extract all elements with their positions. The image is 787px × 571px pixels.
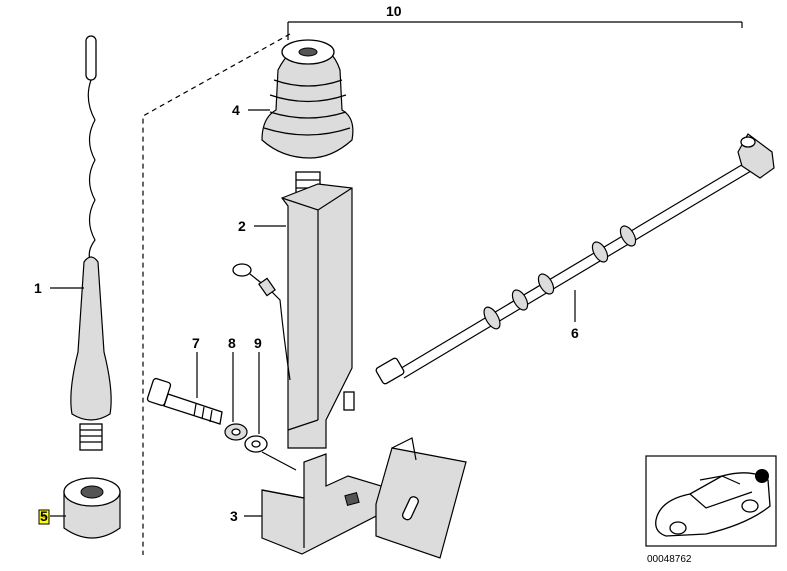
- part-label-7: 7: [192, 335, 200, 351]
- catalog-number: 00048762: [647, 554, 692, 565]
- mounting-bracket-part: 3: [230, 437, 467, 559]
- part-label-10: 10: [386, 3, 402, 19]
- rubber-boot-part: 4: [232, 39, 354, 159]
- panel-boundary: [142, 33, 291, 555]
- antenna-mast-part: 1: [34, 35, 112, 451]
- flat-washer-part: 9: [244, 335, 297, 471]
- location-dot-icon: [755, 469, 769, 483]
- part-label-4: 4: [232, 102, 240, 118]
- antenna-housing-part: 2: [232, 171, 355, 449]
- lock-washer-part: 8: [224, 335, 248, 441]
- vehicle-locator-thumbnail: 00048762: [645, 455, 777, 565]
- part-label-9: 9: [254, 335, 262, 351]
- part-label-5: 5: [40, 508, 48, 524]
- assembly-bracket-10: 10: [287, 3, 743, 40]
- antenna-cable-part: 6: [375, 133, 775, 385]
- rubber-grommet-part: 5: [38, 477, 121, 539]
- bolt-part: 7: [146, 335, 223, 425]
- part-label-1: 1: [34, 280, 42, 296]
- part-label-2: 2: [238, 218, 246, 234]
- part-label-3: 3: [230, 508, 238, 524]
- part-label-8: 8: [228, 335, 236, 351]
- part-label-6: 6: [571, 325, 579, 341]
